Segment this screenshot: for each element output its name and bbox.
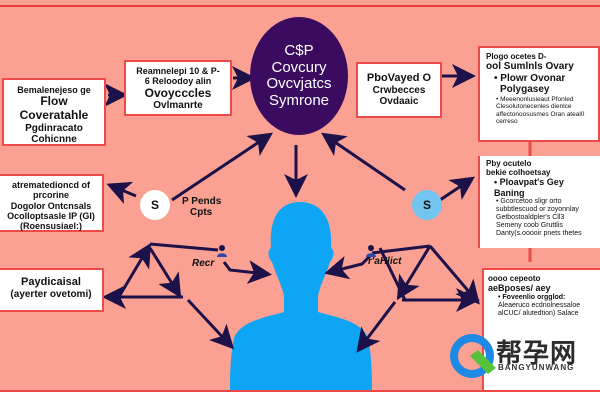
person-icon-left [217,245,227,257]
node-right-label: S [422,198,431,212]
arrow-tri-left-up [118,242,152,296]
box-tr-b2-line-1: • Meeenonlusieaut Pfonled [496,95,574,103]
hub-line-1: C$P [284,42,314,59]
box-mr-b2-line-5: Danty(s.ooooir pnets thetes [496,230,582,238]
box-br-header-2: aeBposes/ aey [488,283,551,294]
node-left-label: S [150,198,159,212]
arrow-node-to-hub-right [321,132,406,192]
top-border-line [0,5,600,7]
box-top-left-line-1: Bemalenejeso ge [17,85,91,95]
box-tmr-line-2: Crwbecces [372,84,426,96]
arrow-node-to-hub-left [171,132,273,202]
box-ml-line-1: atrematedioncd of prcorine [11,180,90,201]
box-mr-b2-line-3: Getbostoaldpler's Cll3 [496,214,565,222]
box-br-header-1: oooo cepeoto [488,274,541,283]
arrow-rallict-to-head [324,254,372,280]
box-tr-header-1: Plogo ocetes D- [486,52,547,61]
watermark-text-en: BANGYUNWANG [498,363,575,372]
hub-line-4: Symrone [268,91,330,109]
hub-circle-pcos: C$P Covcury Ovcvjatcs Symrone [250,17,348,135]
person-label-left: Recr [192,258,215,269]
box-tml-line-3: Ovoycccles [144,85,212,100]
box-tr-bullet-2: • Meeenonlusieaut Pfonled Clesolutonecen… [486,96,592,126]
node-right-s: S [412,190,442,220]
hub-line-3: Ovcvjatcs [266,75,332,92]
watermark-logo-icon [450,334,496,378]
arrow-recr-to-head [222,260,272,284]
box-top-left: Bemalenejeso ge Flow Coveratahle Pgdinra… [2,78,106,146]
box-tml-line-2: 6 Reloodoy alin [144,76,212,87]
box-tr-b2-line-3: affectonoosusmes Oran ateal0 [496,110,585,118]
box-top-mid-right: PboVayed O Crwbecces Ovdaaic [356,62,442,118]
box-tr-header-2: ool Sumlnls Ovary [486,61,574,73]
watermark-text-cn: 帮孕网 [496,339,578,369]
box-tr-b1-line-1: • Plowr Ovonar [494,72,566,84]
box-mr-bullet-1: • Ploavpat's Gey Baning [486,177,594,198]
box-ml-line-2: Dogolor Ontcnsals [10,200,92,211]
arrow-tri-left-to-body [186,298,235,350]
box-tr-b2-line-2: Clesolutonecenles dienlce [496,103,572,111]
arrow-right-node-to-box [439,176,475,202]
hub-line-2: Covcury [271,58,327,76]
line-tri-right-to-rallict [371,244,431,255]
bottom-border-band [0,390,600,400]
box-bl-line-2: (ayerter ovetomi) [10,288,92,300]
box-mr-header-1: Pby ocutelo [486,159,532,168]
box-bottom-right: oooo cepeoto aeBposes/ aey • Foveenlio o… [482,268,600,392]
box-mid-left: atrematedioncd of prcorine Dogolor Ontcn… [0,174,104,232]
box-top-right: Plogo ocetes D- ool Sumlnls Ovary • Plow… [478,46,600,142]
box-ml-line-4: (Roensusiael:) [19,221,82,232]
box-tml-line-1: Reamnelepi 10 & P- [136,66,220,76]
box-mr-b2-line-1: • Gcorcetoo sligr orto [496,198,562,206]
box-tr-b2-line-4: cerreso [496,118,518,126]
person-silhouette [230,202,372,392]
box-br-b1-line-1: • Foveenlio orgglod: [498,293,566,301]
box-br-bullet-1: • Foveenlio orgglod: Aleaeruco ecdnolnes… [488,294,596,318]
arrow-left-node-to-box [106,181,137,204]
box-top-left-line-3: Pgdinracato [25,122,83,134]
line-tri-left-to-recr [149,242,219,252]
box-br-b1-line-3: alCUC/ alutedtion) Salace [498,309,579,317]
box-mr-header-2: bekie colhoetsay [486,168,551,178]
box-tr-b1-line-2: Polygasey [500,84,550,96]
box-tmr-line-1: PboVayed O [366,72,432,84]
box-top-left-line-4: Cohicnne [31,134,77,146]
arrow-tri-right-left [396,245,432,301]
arrow-tri-right-right [428,245,480,305]
box-bl-line-1: Paydicaisal [21,276,81,288]
person-icon-right [366,245,376,257]
node-left-caption-1: P Pends [182,196,222,207]
box-top-left-line-2: Flow Coveratahle [19,94,89,123]
box-bottom-left: Paydicaisal (ayerter ovetomi) [0,268,104,312]
node-left-caption-2: Cpts [190,207,213,218]
person-label-right: r'aHlict [368,256,402,267]
box-ml-line-3: Ocolloptsasle IP (GI) [7,211,95,222]
box-tmr-line-3: Ovdaaic [379,96,419,108]
node-left-caption: P Pends Cpts [182,196,221,218]
box-tr-bullet-1: • Plowr Ovonar Polygasey [486,73,592,96]
arrow-tri-right-to-body [356,301,397,353]
box-br-b1-line-2: Aleaeruco ecdnolnessaloe [498,301,581,309]
box-top-mid-left: Reamnelepi 10 & P- 6 Reloodoy alin Ovoyc… [124,60,232,116]
box-mr-b2-line-2: subbtlescuod or zoyonnlay [496,206,579,214]
node-left-s: S [140,190,170,220]
box-mr-b2-line-4: Semeny coob Gruttlis [496,222,563,230]
box-mid-right: Pby ocutelo bekie colhoetsay • Ploavpat'… [478,156,600,248]
arrow-tri-left-down [148,247,182,299]
box-tml-line-4: Ovlmanrte [153,100,203,112]
box-mr-b1-line-1: • Ploavpat's Gey Baning [494,177,564,198]
box-mr-bullet-2: • Gcorcetoo sligr orto subbtlescuod or z… [486,198,594,238]
